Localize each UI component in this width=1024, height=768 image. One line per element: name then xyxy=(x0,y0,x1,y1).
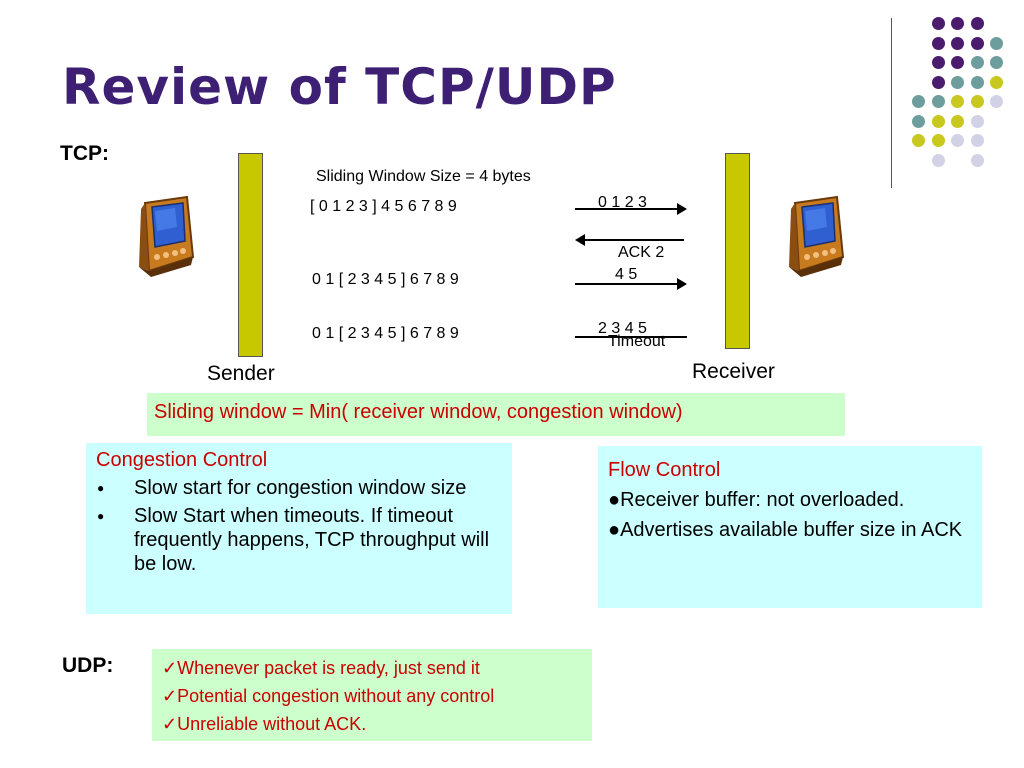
decorative-dot xyxy=(931,75,945,89)
congestion-control-heading: Congestion Control xyxy=(96,449,268,471)
message-label-1: 0 1 2 3 xyxy=(598,194,647,211)
sliding-window-formula: Sliding window = Min( receiver window, c… xyxy=(147,393,845,436)
tcp-label: TCP: xyxy=(60,142,109,165)
sequence-row-2: 0 1 [ 2 3 4 5 ] 6 7 8 9 xyxy=(312,271,459,288)
udp-points-box: ✓Whenever packet is ready, just send it … xyxy=(152,649,592,741)
list-item: ✓Potential congestion without any contro… xyxy=(162,686,495,706)
ack-arrow xyxy=(575,234,684,246)
check-icon: ✓ xyxy=(162,686,178,706)
flow-control-box: Flow Control ●Receiver buffer: not overl… xyxy=(598,446,982,608)
list-item: ✓Whenever packet is ready, just send it xyxy=(162,658,480,678)
decorative-dot xyxy=(912,114,925,128)
decorative-dot xyxy=(931,114,945,128)
decorative-dot xyxy=(951,56,964,69)
congestion-control-list: Slow start for congestion window size Sl… xyxy=(96,476,502,576)
list-item: ●Receiver buffer: not overloaded. xyxy=(608,489,905,511)
decorative-dot xyxy=(970,75,984,89)
decorative-dot xyxy=(931,95,945,108)
sequence-row-3: 0 1 [ 2 3 4 5 ] 6 7 8 9 xyxy=(312,325,459,342)
sender-bar xyxy=(238,153,263,357)
timeout-label: Timeout xyxy=(608,333,666,350)
decorative-dot xyxy=(990,75,1003,89)
decorative-dot xyxy=(951,17,964,30)
decorative-dot xyxy=(931,36,945,50)
receiver-device-icon xyxy=(785,195,845,282)
decorative-dot xyxy=(970,134,984,147)
decorative-dot xyxy=(912,95,925,108)
decorative-dot xyxy=(931,17,945,30)
list-item: ✓Unreliable without ACK. xyxy=(162,714,367,734)
decorative-dot xyxy=(970,17,984,30)
check-icon: ✓ xyxy=(162,714,178,734)
send-arrow-2 xyxy=(575,278,687,290)
decorative-dot xyxy=(951,75,964,89)
decorative-dot xyxy=(990,95,1003,108)
decorative-dot xyxy=(990,56,1003,69)
udp-label: UDP: xyxy=(62,654,114,677)
bullet-icon: ● xyxy=(608,519,621,541)
decorative-dot xyxy=(990,36,1003,50)
decorative-dot xyxy=(951,114,964,128)
receiver-bar xyxy=(725,153,750,349)
decorative-dot xyxy=(970,153,984,167)
sender-device-icon xyxy=(135,195,195,282)
receiver-label: Receiver xyxy=(692,360,775,383)
bullet-icon: ● xyxy=(608,489,621,511)
list-item: Slow Start when timeouts. If timeout fre… xyxy=(97,504,502,576)
decorative-dot xyxy=(912,134,925,147)
congestion-control-box: Congestion Control Slow start for conges… xyxy=(86,443,512,614)
decorative-dot xyxy=(931,134,945,147)
decorative-dot xyxy=(951,134,964,147)
list-item: ●Advertises available buffer size in ACK xyxy=(608,519,963,541)
message-label-3: 2 3 4 5 xyxy=(598,320,647,337)
send-arrow-1 xyxy=(575,203,687,215)
decorative-dot xyxy=(951,95,964,108)
decorative-dot xyxy=(970,56,984,69)
sequence-row-1: [ 0 1 2 3 ] 4 5 6 7 8 9 xyxy=(310,198,457,215)
page-title: Review of TCP/UDP xyxy=(62,58,617,116)
decorative-rule xyxy=(891,18,892,188)
check-icon: ✓ xyxy=(162,658,178,678)
decorative-dot xyxy=(970,95,984,108)
message-label-2: 4 5 xyxy=(615,266,638,283)
decorative-dot xyxy=(970,114,984,128)
sender-label: Sender xyxy=(207,362,275,385)
decorative-dot xyxy=(931,56,945,69)
flow-control-heading: Flow Control xyxy=(608,459,721,481)
decorative-dot xyxy=(970,36,984,50)
send-arrow-3 xyxy=(575,336,687,338)
decorative-dot xyxy=(951,36,964,50)
ack-label: ACK 2 xyxy=(618,244,665,261)
list-item: Slow start for congestion window size xyxy=(97,476,502,500)
decorative-dot xyxy=(931,153,945,167)
window-size-label: Sliding Window Size = 4 bytes xyxy=(316,168,531,185)
